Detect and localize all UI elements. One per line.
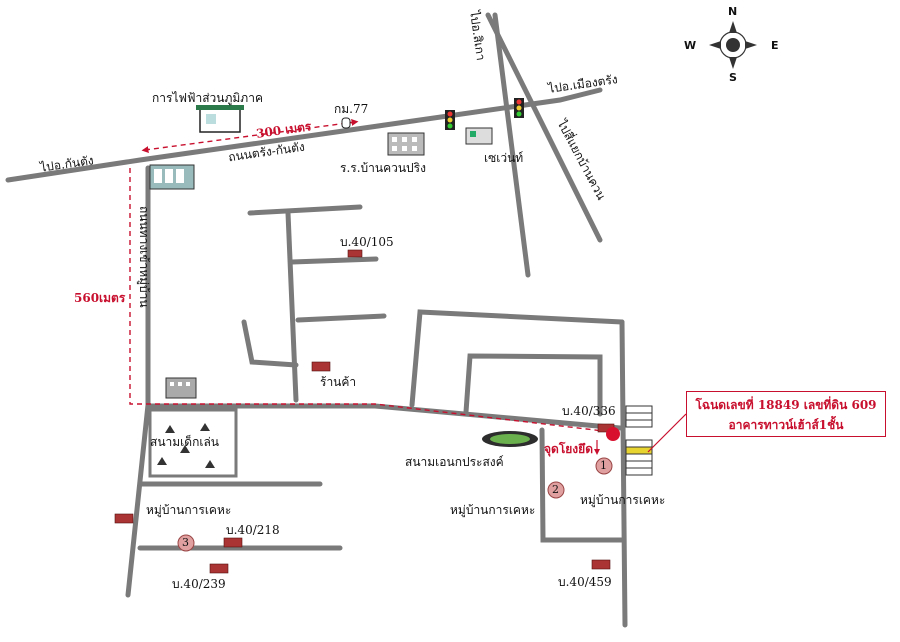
- townhouse-row-icon: [149, 164, 195, 190]
- label-village-right: หมู่บ้านการเคหะ: [580, 493, 666, 507]
- tree-icon: [157, 423, 215, 468]
- label-dist-560: 560เมตร: [74, 291, 126, 305]
- school-icon: [387, 132, 425, 156]
- road-main-east: [145, 403, 623, 431]
- marker-1-label: 1: [600, 459, 607, 472]
- label-muster-point: จุดโยงยึด: [544, 442, 593, 456]
- target-marker: [606, 427, 620, 441]
- compass-s: S: [729, 71, 737, 84]
- road-north-vert: [285, 210, 299, 403]
- road-north-branch: [247, 204, 363, 216]
- label-seven-eleven: เซเว่นท์: [484, 151, 524, 165]
- compass-w: W: [684, 39, 697, 52]
- building-icon: [165, 377, 197, 399]
- pea-office-icon: [196, 105, 244, 133]
- label-school: ร.ร.บ้านควนปริง: [340, 161, 426, 175]
- road-north-spur1: [289, 256, 379, 265]
- callout-pointer: [647, 413, 687, 453]
- numbered-markers: [177, 457, 613, 552]
- route-560m: [129, 168, 613, 433]
- km-post-icon: [341, 117, 351, 129]
- compass-icon: [709, 21, 757, 69]
- seven-eleven-icon: [465, 127, 493, 145]
- label-h40-239: บ.40/239: [172, 577, 226, 591]
- label-sports-field: สนามเอนกประสงค์: [405, 455, 504, 469]
- road-west-spur: [241, 319, 299, 368]
- townhouse-stack: [625, 405, 653, 476]
- compass-n: N: [728, 5, 738, 18]
- playground-box: [148, 408, 238, 478]
- label-village-left: หมู่บ้านการเคหะ: [146, 503, 232, 517]
- label-h40-336: บ.40/336: [562, 404, 616, 418]
- label-road-side: ถนนทางเข้าหมู่บ้าน: [137, 206, 151, 308]
- road-village-mid: [539, 427, 626, 543]
- marker-2-label: 2: [552, 483, 559, 496]
- marker-3-label: 3: [182, 536, 189, 549]
- callout-line-2: อาคารทาวน์เฮ้าส์1ชั้น: [728, 418, 844, 432]
- label-playground: สนามเด็กเล่น: [150, 435, 219, 449]
- road-east-vertical: [619, 319, 628, 628]
- road-to-sikao: [492, 12, 531, 278]
- road-north-spur2: [295, 313, 387, 323]
- label-km77: กม.77: [334, 102, 369, 116]
- property-callout: โฉนดเลขที่ 18849 เลขที่ดิน 609 อาคารทาวน…: [686, 391, 886, 437]
- callout-line-1: โฉนดเลขที่ 18849 เลขที่ดิน 609: [695, 398, 877, 412]
- traffic-light-icon: [445, 98, 524, 130]
- label-h40-218: บ.40/218: [226, 523, 280, 537]
- label-shop: ร้านค้า: [320, 375, 357, 389]
- label-pea: การไฟฟ้าส่วนภูมิภาค: [152, 91, 263, 105]
- stadium-icon: [482, 431, 538, 447]
- road-to-kuan: [485, 12, 603, 243]
- label-h40-459: บ.40/459: [558, 575, 612, 589]
- roads: [5, 12, 628, 628]
- compass-e: E: [771, 39, 779, 52]
- road-inner-loop: [463, 353, 603, 417]
- road-south-west: [125, 402, 151, 598]
- label-village-mid: หมู่บ้านการเคหะ: [450, 503, 536, 517]
- label-h40-105: บ.40/105: [340, 235, 394, 249]
- house-icon: [114, 249, 615, 574]
- route: [129, 118, 613, 433]
- road-loop: [409, 309, 625, 408]
